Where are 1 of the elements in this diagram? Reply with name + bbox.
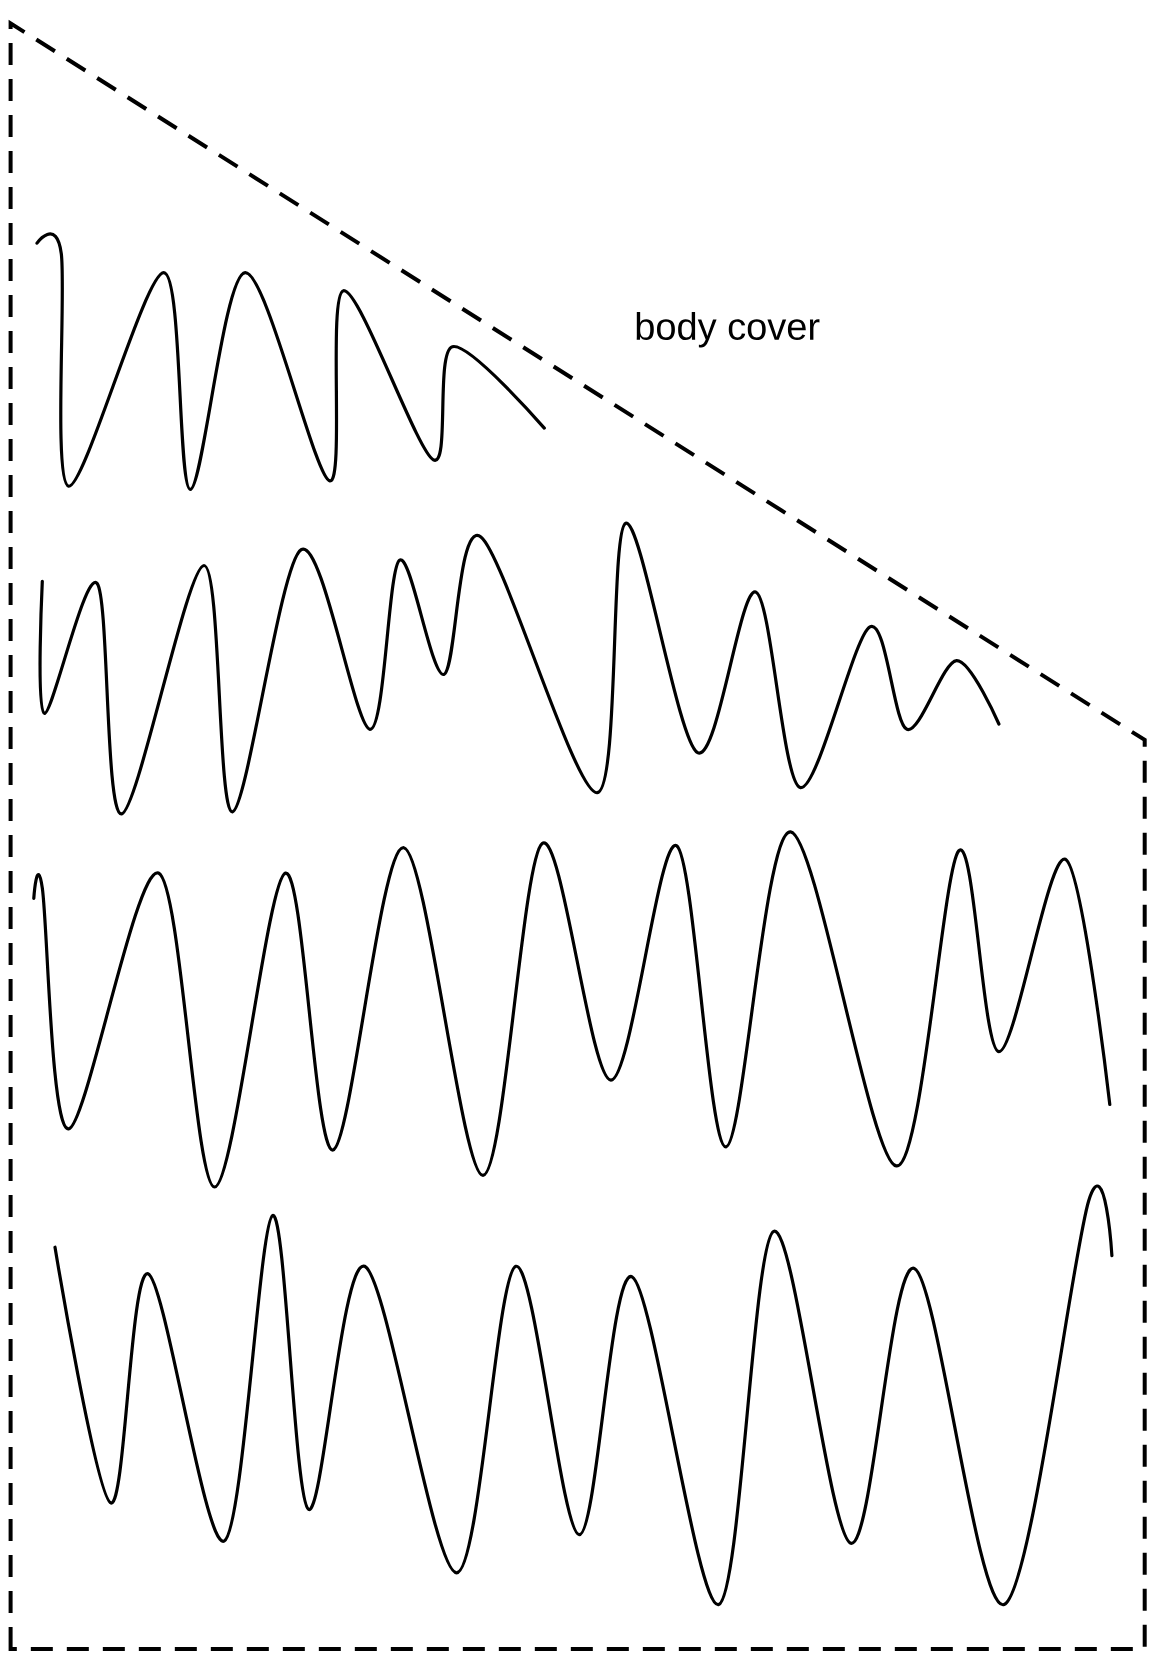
label: body cover [636,312,820,348]
